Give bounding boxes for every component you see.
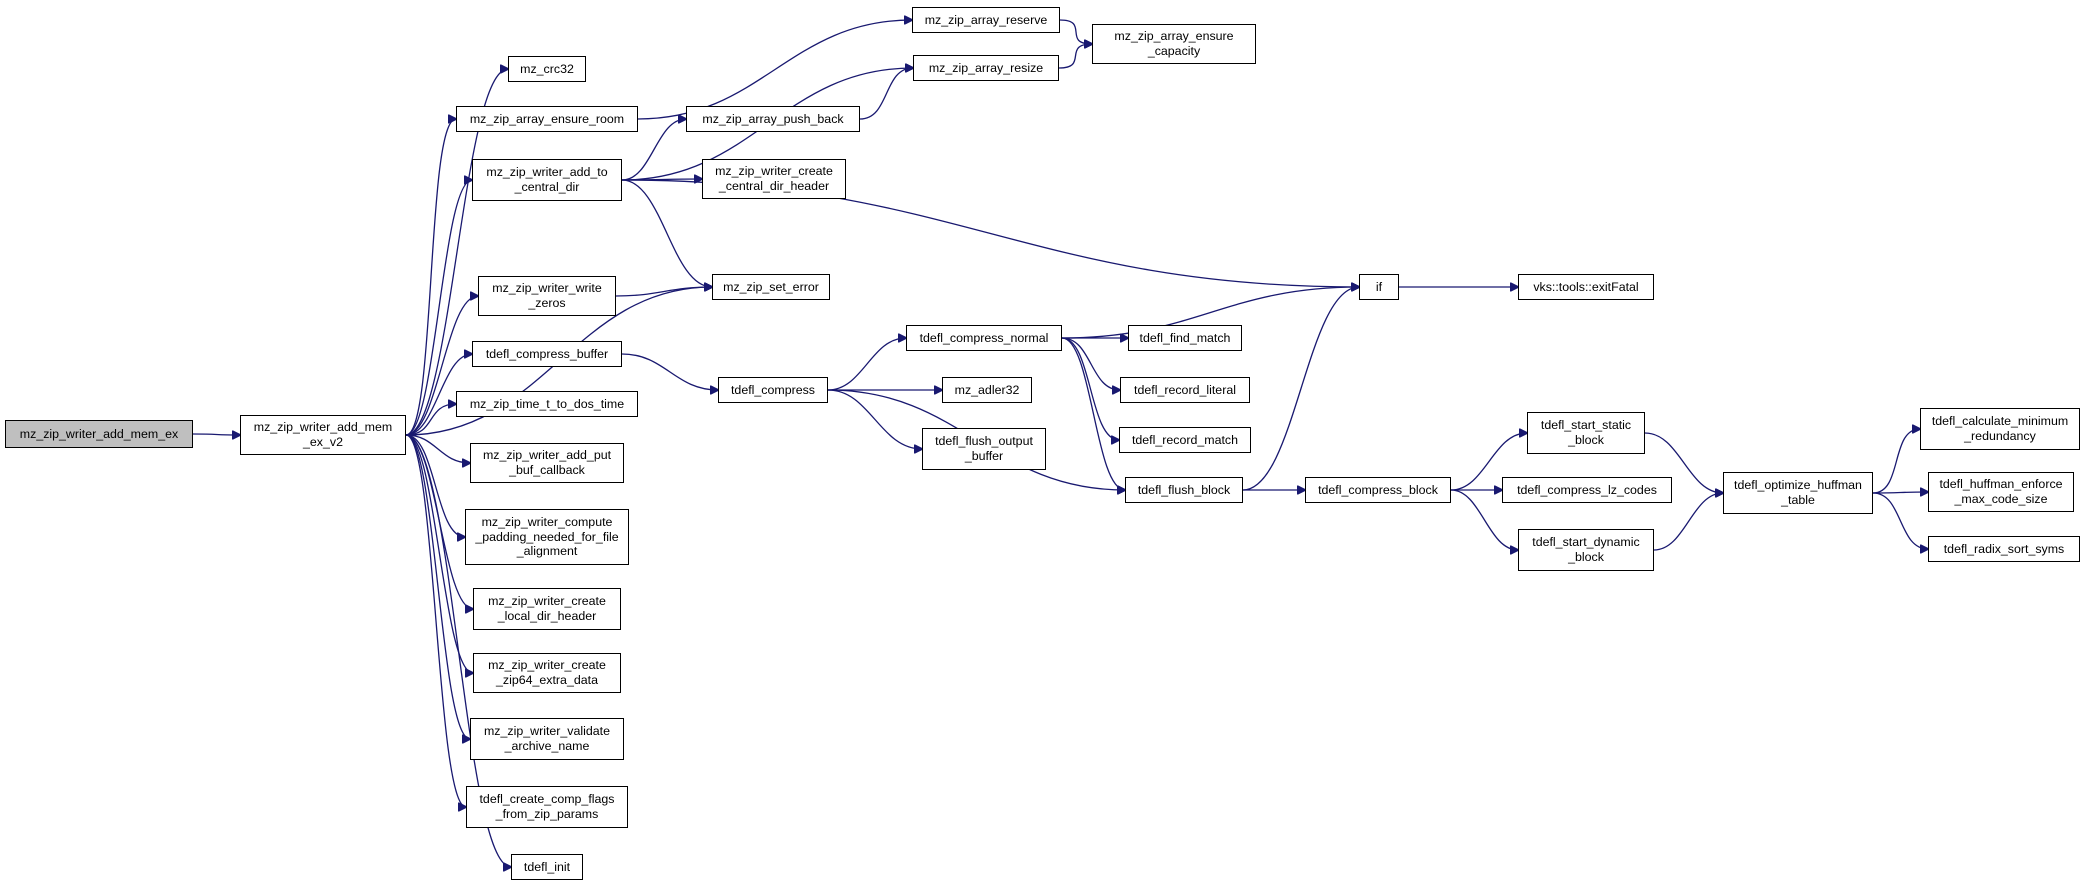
edge-add_mem_v2-to-zip64_extra (405, 434, 473, 673)
edge-add_mem_v2-to-add_to_cd (405, 180, 472, 436)
node-tdefl-record-match[interactable]: tdefl_record_match (1119, 427, 1251, 453)
edge-add_to_cd-to-push_back (621, 119, 686, 181)
node-tdefl-compress-normal[interactable]: tdefl_compress_normal (906, 325, 1062, 351)
edge-start_dynamic-to-optimize_huffman (1653, 493, 1723, 551)
node-tdefl-compress[interactable]: tdefl_compress (718, 377, 828, 403)
node-tdefl-radix-sort-syms[interactable]: tdefl_radix_sort_syms (1928, 536, 2080, 562)
node-mz-zip-array-ensure-room[interactable]: mz_zip_array_ensure_room (456, 106, 638, 132)
edge-add_to_cd-to-set_error (621, 179, 712, 287)
edge-compress_block-to-start_static (1450, 433, 1527, 491)
node-tdefl-create-comp-flags[interactable]: tdefl_create_comp_flags _from_zip_params (466, 786, 628, 828)
node-tdefl-flush-output-buffer[interactable]: tdefl_flush_output _buffer (922, 428, 1046, 470)
edge-add_mem_v2-to-crc32 (405, 69, 508, 436)
edge-optimize_huffman-to-calc_min_redundancy (1872, 429, 1920, 494)
node-mz-zip-writer-create-central-dir-header[interactable]: mz_zip_writer_create _central_dir_header (702, 159, 846, 199)
node-mz-zip-writer-create-zip64-extra-data[interactable]: mz_zip_writer_create _zip64_extra_data (473, 653, 621, 693)
node-mz-zip-writer-create-local-dir-header[interactable]: mz_zip_writer_create _local_dir_header (473, 588, 621, 630)
node-tdefl-compress-block[interactable]: tdefl_compress_block (1305, 477, 1451, 503)
node-mz-zip-array-reserve[interactable]: mz_zip_array_reserve (912, 7, 1060, 33)
node-vks-tools-exitfatal[interactable]: vks::tools::exitFatal (1518, 274, 1654, 300)
edge-compress_normal-to-record_literal (1061, 337, 1120, 390)
edge-start_static-to-optimize_huffman (1644, 432, 1723, 493)
node-mz-adler32[interactable]: mz_adler32 (942, 377, 1032, 403)
node-mz-zip-writer-add-to-central-dir[interactable]: mz_zip_writer_add_to _central_dir (472, 159, 622, 201)
node-tdefl-calculate-minimum-redundancy[interactable]: tdefl_calculate_minimum _redundancy (1920, 408, 2080, 450)
edge-write_zeros-to-set_error (615, 287, 712, 297)
edge-flush_block-to-if_node (1242, 287, 1359, 491)
edge-optimize_huffman-to-radix_sort (1872, 492, 1928, 549)
node-tdefl-compress-lz-codes[interactable]: tdefl_compress_lz_codes (1502, 477, 1672, 503)
node-mz-zip-set-error[interactable]: mz_zip_set_error (712, 274, 830, 300)
edge-root-to-add_mem_v2 (192, 434, 240, 435)
node-mz-zip-array-ensure-capacity[interactable]: mz_zip_array_ensure _capacity (1092, 24, 1256, 64)
edge-array_reserve-to-ensure_capacity (1059, 19, 1092, 44)
node-mz-zip-writer-add-mem-ex-v2[interactable]: mz_zip_writer_add_mem _ex_v2 (240, 415, 406, 455)
edge-compress_buffer-to-tdefl_compress (621, 353, 718, 390)
node-if[interactable]: if (1359, 274, 1399, 300)
node-mz-zip-writer-compute-padding[interactable]: mz_zip_writer_compute _padding_needed_fo… (465, 509, 629, 565)
node-tdefl-start-static-block[interactable]: tdefl_start_static _block (1527, 412, 1645, 454)
edge-add_mem_v2-to-comp_flags (405, 434, 466, 807)
edge-add_mem_v2-to-validate_name (405, 434, 470, 739)
edge-tdefl_compress-to-flush_output (827, 389, 922, 449)
edge-tdefl_compress-to-compress_normal (827, 338, 906, 391)
edge-compress_normal-to-record_match (1061, 337, 1119, 440)
edge-add_mem_v2-to-ensure_room (405, 119, 456, 436)
edge-ensure_room-to-array_reserve (637, 20, 912, 120)
edge-compress_normal-to-if_node (1061, 287, 1359, 339)
node-tdefl-start-dynamic-block[interactable]: tdefl_start_dynamic _block (1518, 529, 1654, 571)
edge-compress_normal-to-flush_block (1061, 337, 1125, 490)
node-tdefl-record-literal[interactable]: tdefl_record_literal (1120, 377, 1250, 403)
node-mz-zip-time-t-to-dos-time[interactable]: mz_zip_time_t_to_dos_time (456, 391, 638, 417)
node-mz-zip-array-push-back[interactable]: mz_zip_array_push_back (686, 106, 860, 132)
edge-add_mem_v2-to-compute_padding (405, 434, 465, 537)
node-tdefl-init[interactable]: tdefl_init (511, 854, 583, 880)
node-tdefl-find-match[interactable]: tdefl_find_match (1128, 325, 1242, 351)
node-tdefl-optimize-huffman-table[interactable]: tdefl_optimize_huffman _table (1723, 472, 1873, 514)
edge-add_mem_v2-to-dos_time (405, 404, 456, 436)
edge-add_mem_v2-to-write_zeros (405, 296, 478, 436)
node-mz-zip-writer-add-mem-ex: mz_zip_writer_add_mem_ex (5, 420, 193, 448)
node-mz-zip-writer-add-put-buf-callback[interactable]: mz_zip_writer_add_put _buf_callback (470, 443, 624, 483)
edge-add_mem_v2-to-compress_buffer (405, 354, 472, 436)
node-mz-zip-writer-write-zeros[interactable]: mz_zip_writer_write _zeros (478, 276, 616, 316)
edge-add_mem_v2-to-add_put_buf (405, 434, 470, 463)
edge-compress_block-to-start_dynamic (1450, 489, 1518, 550)
edge-array_resize-to-ensure_capacity (1058, 44, 1092, 69)
node-mz-zip-writer-validate-archive-name[interactable]: mz_zip_writer_validate _archive_name (470, 718, 624, 760)
edge-optimize_huffman-to-huffman_enforce (1872, 492, 1928, 493)
node-mz-zip-array-resize[interactable]: mz_zip_array_resize (913, 55, 1059, 81)
edge-push_back-to-array_resize (859, 68, 913, 120)
node-mz-crc32[interactable]: mz_crc32 (508, 56, 586, 82)
node-tdefl-flush-block[interactable]: tdefl_flush_block (1125, 477, 1243, 503)
edge-add_mem_v2-to-tdefl_init (405, 434, 511, 867)
node-tdefl-huffman-enforce-max-code-size[interactable]: tdefl_huffman_enforce _max_code_size (1928, 472, 2074, 512)
node-tdefl-compress-buffer[interactable]: tdefl_compress_buffer (472, 341, 622, 367)
